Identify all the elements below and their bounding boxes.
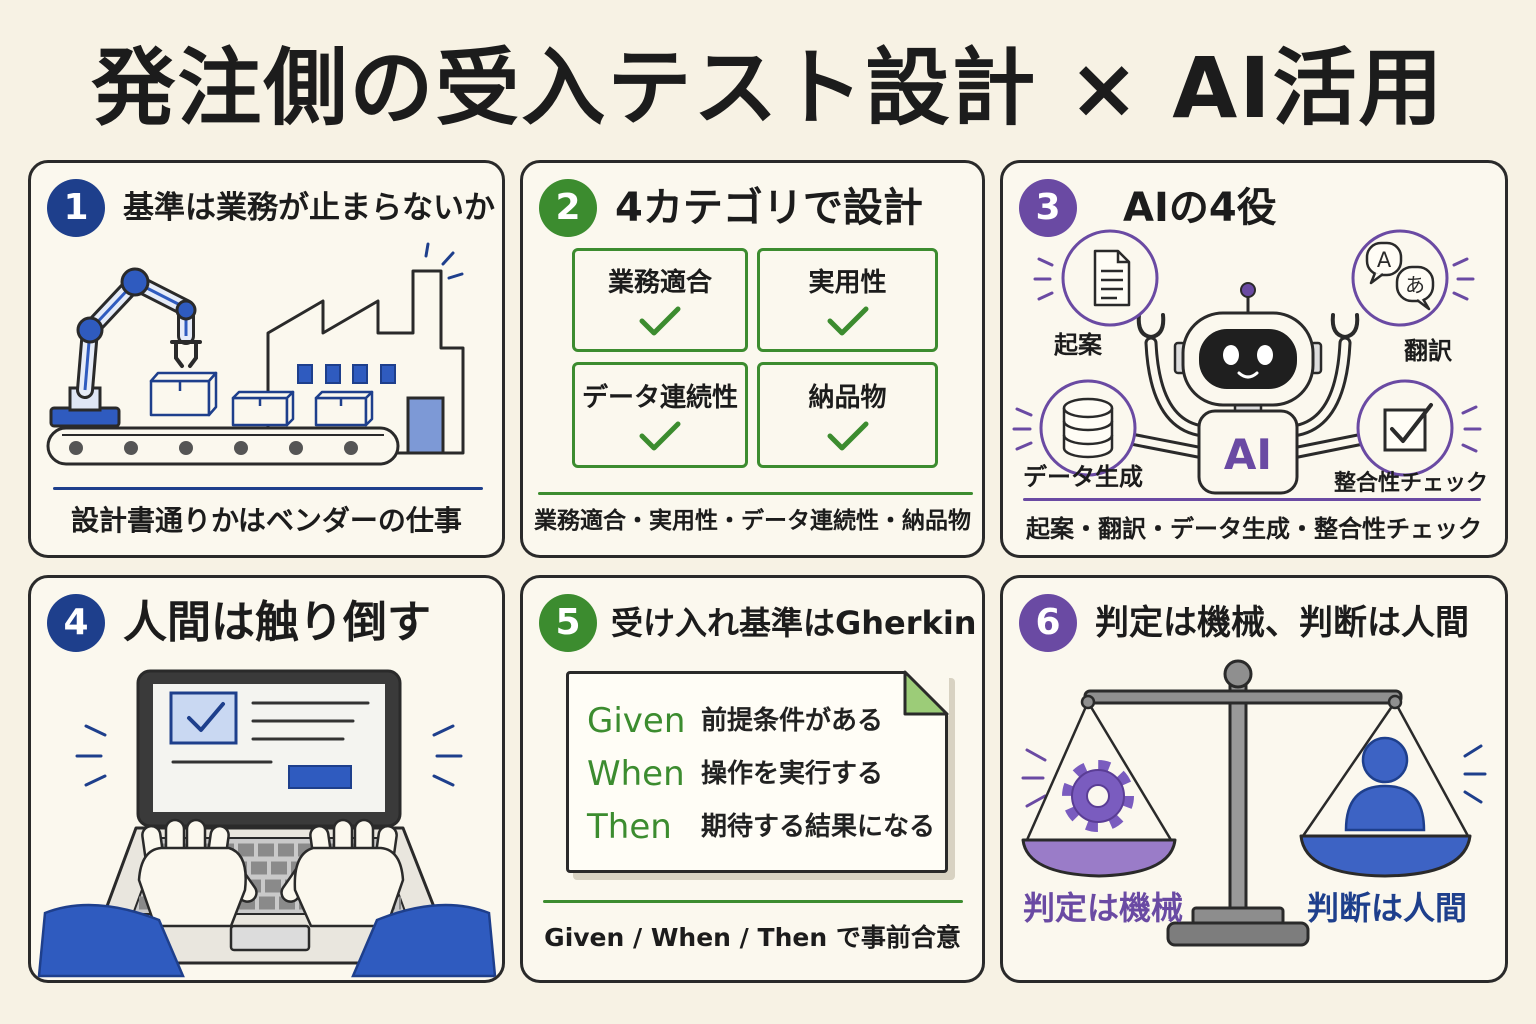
folded-corner-icon xyxy=(903,670,949,716)
category-card: 業務適合 xyxy=(572,248,748,352)
divider xyxy=(538,492,973,495)
gherkin-keyword: Given xyxy=(587,701,686,741)
machine-judgment-label: 判定は機械 xyxy=(1022,889,1183,927)
panel-title: 人間は触り倒す xyxy=(123,597,431,648)
left-scale-pan xyxy=(1021,838,1177,878)
robot-arms xyxy=(1124,313,1370,460)
role-label: 整合性チェック xyxy=(1334,470,1488,496)
document-icon xyxy=(1061,229,1159,327)
role-label: データ生成 xyxy=(1023,463,1143,491)
divider xyxy=(1023,498,1481,501)
factory-door xyxy=(406,396,445,455)
gherkin-text: 期待する結果になる xyxy=(701,812,936,842)
panel-footer: 起案・翻訳・データ生成・整合性チェック xyxy=(1026,515,1482,543)
gherkin-keyword: Then xyxy=(587,807,672,847)
gherkin-step: Given 前提条件がある xyxy=(569,699,945,743)
checkbox-icon xyxy=(1356,379,1454,477)
gear-icon xyxy=(1062,760,1134,832)
human-judgment-label: 判断は人間 xyxy=(1306,889,1467,927)
factory-window xyxy=(325,364,341,384)
gherkin-step: When 操作を実行する xyxy=(569,752,945,796)
factory-window xyxy=(352,364,368,384)
category-label: 実用性 xyxy=(808,267,887,298)
conveyor-belt-icon xyxy=(46,426,400,466)
robot-label: AI xyxy=(1224,430,1272,479)
package-box-icon xyxy=(149,371,218,417)
panel-four-categories: 2 4カテゴリで設計 業務適合 実用性 データ連続性 納品物 業務適合・実用性・… xyxy=(520,160,985,558)
hands-icon xyxy=(137,818,405,928)
factory-window xyxy=(297,364,313,384)
translate-glyph-latin: A xyxy=(1377,248,1392,272)
balance-scale-icon xyxy=(1021,659,1487,947)
panel-judgment: 6 判定は機械、判断は人間 xyxy=(1000,575,1508,983)
category-label: 納品物 xyxy=(808,382,887,413)
step-number-badge: 5 xyxy=(539,594,597,652)
package-box-icon xyxy=(314,390,374,427)
sleeves xyxy=(37,903,497,978)
database-icon xyxy=(1039,379,1137,477)
emission-lines xyxy=(424,242,464,280)
role-label: 翻訳 xyxy=(1404,337,1453,365)
trackpad xyxy=(229,924,311,952)
panel-hands-on-testing: 4 人間は触り倒す xyxy=(28,575,505,983)
gherkin-note-card: Given 前提条件がある When 操作を実行する Then 期待する結果にな… xyxy=(566,670,949,873)
divider xyxy=(543,900,963,903)
panel-title: 基準は業務が止まらないか xyxy=(123,190,495,226)
gherkin-keyword: When xyxy=(587,754,685,794)
package-box-icon xyxy=(231,390,295,427)
panel-ai-roles: 3 AIの4役 xyxy=(1000,160,1508,558)
translate-icon: A あ xyxy=(1351,229,1449,327)
factory-illustration xyxy=(46,242,465,466)
ai-roles-illustration: A あ AI xyxy=(1012,229,1488,496)
panel-title: 受け入れ基準はGherkin xyxy=(611,604,977,642)
panel-footer: Given / When / Then で事前合意 xyxy=(544,923,961,952)
category-card: 実用性 xyxy=(757,248,938,352)
scale-stand xyxy=(1080,659,1403,947)
translate-glyph-kana: あ xyxy=(1405,273,1425,297)
panel-gherkin: 5 受け入れ基準はGherkin Given 前提条件がある When 操作を実… xyxy=(520,575,985,983)
divider xyxy=(53,487,483,490)
step-number-badge: 4 xyxy=(47,594,105,652)
gherkin-text: 操作を実行する xyxy=(701,759,884,789)
checkbox-icon xyxy=(169,691,238,745)
emphasis-dashes xyxy=(75,724,463,787)
robot-icon: AI xyxy=(1173,282,1323,495)
category-label: 業務適合 xyxy=(607,267,712,298)
check-icon xyxy=(639,421,681,450)
panel-title: 判定は機械、判断は人間 xyxy=(1095,603,1469,643)
screen-button xyxy=(288,765,352,789)
emphasis-dashes xyxy=(1021,744,1487,808)
step-number-badge: 3 xyxy=(1019,179,1077,237)
scale-strings xyxy=(1025,701,1470,841)
check-icon xyxy=(827,421,868,450)
step-number-badge: 6 xyxy=(1019,594,1077,652)
person-icon xyxy=(1344,736,1426,832)
category-card: データ連続性 xyxy=(572,362,748,468)
page-title: 発注側の受入テスト設計 × AI活用 xyxy=(91,39,1445,137)
category-label: データ連続性 xyxy=(581,382,738,413)
step-number-badge: 1 xyxy=(47,179,105,237)
step-number-badge: 2 xyxy=(539,179,597,237)
panel-business-criteria: 1 基準は業務が止まらないか xyxy=(28,160,505,558)
check-icon xyxy=(639,306,681,335)
panel-title: AIの4役 xyxy=(1123,185,1277,231)
gherkin-text: 前提条件がある xyxy=(701,706,884,736)
emphasis-dashes xyxy=(1012,257,1482,453)
laptop-illustration xyxy=(37,669,497,978)
category-card: 納品物 xyxy=(757,362,938,468)
check-icon xyxy=(827,306,868,335)
factory-window xyxy=(380,364,396,384)
gherkin-step: Then 期待する結果になる xyxy=(569,805,945,849)
panel-footer: 設計書通りかはベンダーの仕事 xyxy=(71,504,462,537)
right-scale-pan xyxy=(1299,834,1472,878)
panel-footer: 業務適合・実用性・データ連続性・納品物 xyxy=(534,508,971,534)
robot-arm-icon xyxy=(49,267,202,428)
panel-title: 4カテゴリで設計 xyxy=(615,185,923,231)
role-label: 起案 xyxy=(1053,331,1103,359)
text-lines xyxy=(171,701,370,764)
